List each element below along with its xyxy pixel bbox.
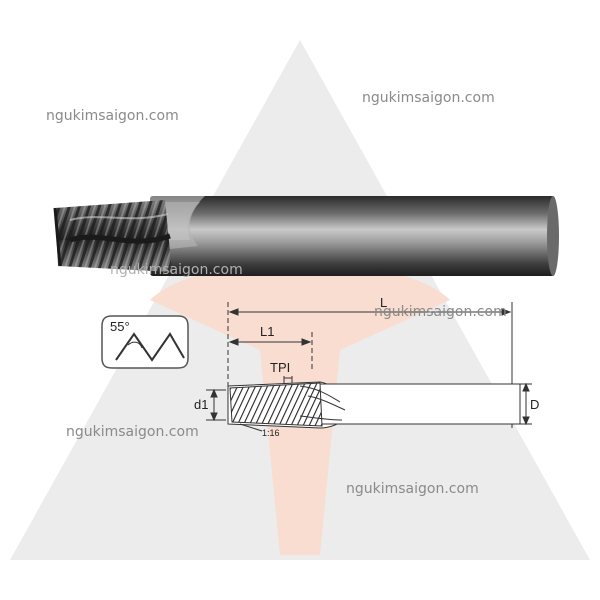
watermark: ngukimsaigon.com <box>46 108 179 124</box>
dimension-label-L1: L1 <box>260 324 275 339</box>
watermark: ngukimsaigon.com <box>346 481 479 497</box>
watermark: ngukimsaigon.com <box>374 304 507 320</box>
tool-photo <box>53 196 559 276</box>
thread-angle-label: 55° <box>110 319 130 334</box>
technical-drawing <box>101 302 532 432</box>
taper-label: 1:16 <box>262 428 280 438</box>
watermark: ngukimsaigon.com <box>66 424 199 440</box>
watermark: ngukimsaigon.com <box>362 90 495 106</box>
watermark: ngukimsaigon.com <box>110 262 243 278</box>
dimension-label-D: D <box>530 397 540 412</box>
dimension-label-tpi: TPI <box>270 360 291 375</box>
dimension-label-d1: d1 <box>194 397 209 412</box>
dimension-label-L: L <box>380 295 388 310</box>
